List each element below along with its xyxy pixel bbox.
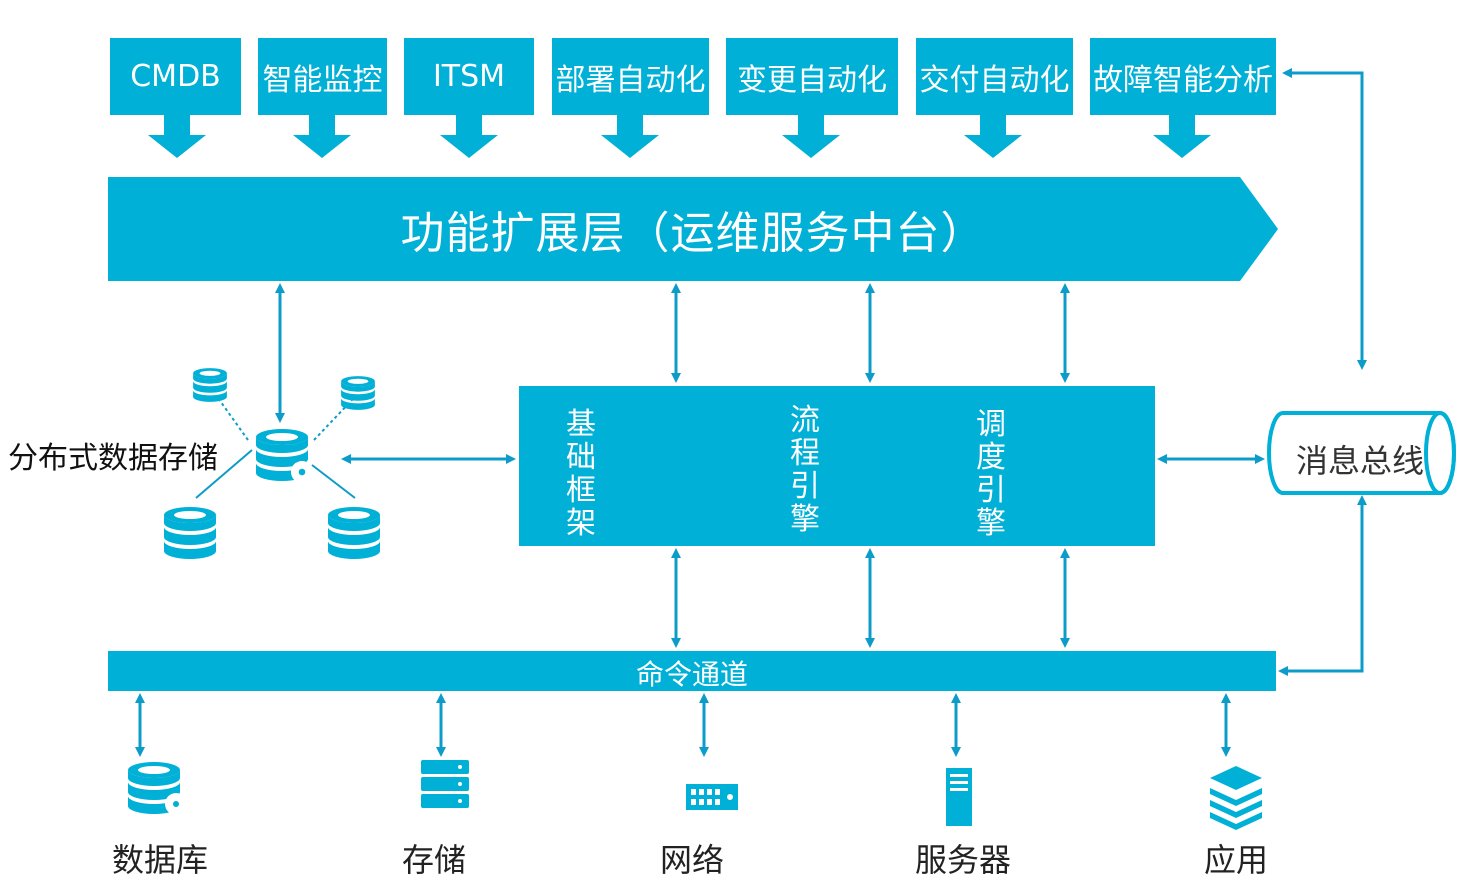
resource-label-server: 服务器	[914, 841, 1011, 879]
engine-label-framework: 基础框架	[566, 407, 596, 541]
resource-label-network: 网络	[659, 841, 724, 879]
storage-icon	[421, 760, 469, 808]
command-channel-bar: 命令通道	[108, 651, 1276, 691]
resource-label-application: 应用	[1203, 841, 1268, 879]
function-layer-band	[108, 177, 1278, 281]
resource-label-database: 数据库	[111, 841, 208, 879]
resource-label-storage: 存储	[401, 841, 466, 879]
module-fault-analysis: 故障智能分析	[1090, 38, 1276, 115]
module-itsm: ITSM	[404, 38, 534, 115]
command-channel-label: 命令通道	[635, 658, 748, 691]
server-icon	[946, 768, 972, 826]
top-down-arrows	[148, 115, 1211, 158]
database-icon	[128, 762, 187, 815]
module-deploy-automation: 部署自动化	[552, 38, 709, 115]
message-bus-cylinder	[1267, 411, 1456, 495]
core-platform-box: 基础框架 流程引擎 调度引擎	[519, 386, 1155, 546]
module-change-automation: 变更自动化	[726, 38, 898, 115]
function-layer-label: 功能扩展层（运维服务中台）	[400, 208, 986, 259]
message-bus-label: 消息总线	[1295, 442, 1424, 480]
distributed-storage-icon	[164, 368, 380, 559]
application-icon	[1210, 766, 1262, 830]
engine-label-scheduler: 调度引擎	[976, 407, 1006, 541]
arrow-bus-cmd	[1278, 495, 1367, 676]
distributed-storage-label: 分布式数据存储	[8, 441, 218, 476]
module-cmdb: CMDB	[110, 38, 241, 115]
arrow-bus-top	[1282, 68, 1367, 370]
engine-label-workflow: 流程引擎	[790, 403, 820, 537]
module-monitoring: 智能监控	[258, 38, 387, 115]
network-icon	[686, 784, 738, 810]
module-delivery-automation: 交付自动化	[916, 38, 1073, 115]
